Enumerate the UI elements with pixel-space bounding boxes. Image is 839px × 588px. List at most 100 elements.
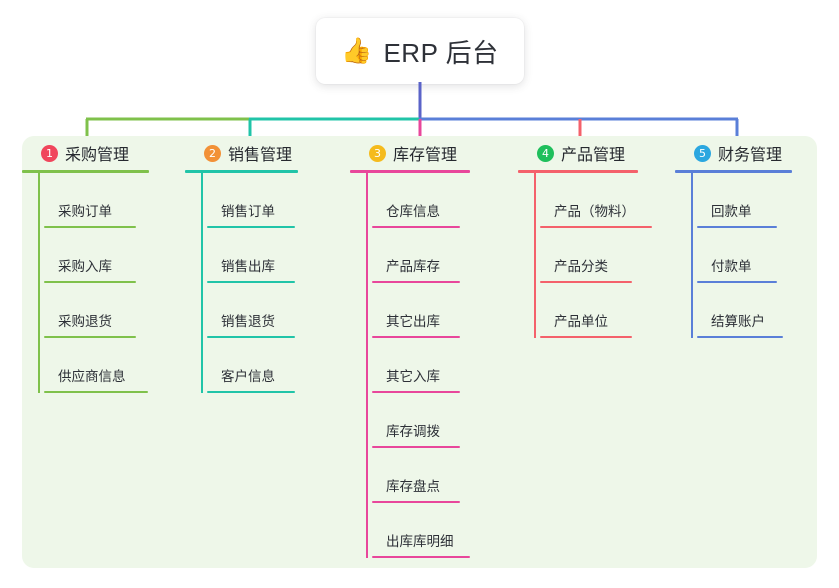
leaf-label: 其它入库 [386,369,440,384]
leaf-label: 产品库存 [386,259,440,274]
thumbs-up-icon: 👍 [341,36,373,65]
branch-leaf-item[interactable]: 回款单 [697,173,835,228]
branch-children: 回款单付款单结算账户 [675,173,835,338]
branch-header[interactable]: 2 销售管理 [185,136,345,170]
branch-children: 仓库信息产品库存其它出库其它入库库存调拨库存盘点出库库明细 [350,173,510,558]
leaf-label: 出库库明细 [386,534,454,549]
branch-header[interactable]: 4 产品管理 [518,136,678,170]
leaf-underline [540,226,652,228]
leaf-underline [207,336,295,338]
branch-leaf-item[interactable]: 采购入库 [44,228,182,283]
leaf-label: 产品分类 [554,259,608,274]
branch-leaf-item[interactable]: 销售订单 [207,173,345,228]
branch-trunk-line [38,173,40,393]
branch-leaf-item[interactable]: 其它入库 [372,338,510,393]
branch-leaf-item[interactable]: 结算账户 [697,283,835,338]
leaf-label: 客户信息 [221,369,275,384]
branch-leaf-item[interactable]: 销售退货 [207,283,345,338]
branch-leaf-item[interactable]: 产品库存 [372,228,510,283]
branch-leaf-item[interactable]: 采购退货 [44,283,182,338]
branch-title: 产品管理 [561,147,626,164]
branch-leaf-item[interactable]: 付款单 [697,228,835,283]
branch-leaf-item[interactable]: 销售出库 [207,228,345,283]
branch-leaf-item[interactable]: 产品分类 [540,228,678,283]
leaf-underline [207,226,295,228]
leaf-underline [372,336,460,338]
leaf-underline [540,281,632,283]
branch-header[interactable]: 1 采购管理 [22,136,182,170]
leaf-label: 产品（物料） [554,204,635,219]
branch-leaf-item[interactable]: 供应商信息 [44,338,182,393]
leaf-underline [207,391,295,393]
branch-number-badge: 5 [694,144,711,162]
leaf-label: 采购订单 [58,204,112,219]
branch-number-badge: 2 [204,144,221,162]
leaf-underline [372,556,470,558]
branch-trunk-line [201,173,203,393]
branch-leaf-item[interactable]: 采购订单 [44,173,182,228]
leaf-underline [372,501,460,503]
branch-header-rule [675,170,792,173]
branch-leaf-item[interactable]: 其它出库 [372,283,510,338]
leaf-underline [44,281,136,283]
leaf-underline [44,336,136,338]
branch-title: 销售管理 [228,147,293,164]
branch-leaf-item[interactable]: 产品（物料） [540,173,678,228]
root-node-content: 👍 ERP 后台 [341,33,498,70]
leaf-label: 采购退货 [58,314,112,329]
leaf-underline [207,281,295,283]
branch-leaf-item[interactable]: 出库库明细 [372,503,510,558]
leaf-label: 采购入库 [58,259,112,274]
branch-leaf-item[interactable]: 客户信息 [207,338,345,393]
branch-column-4: 4 产品管理产品（物料） 产品分类产品单位 [518,136,678,338]
leaf-underline [372,281,460,283]
branch-header-rule [518,170,638,173]
branch-header-rule [185,170,298,173]
branches-panel [22,136,817,568]
leaf-label: 仓库信息 [386,204,440,219]
leaf-label: 销售订单 [221,204,275,219]
branch-trunk-line [534,173,536,338]
leaf-label: 回款单 [711,204,752,219]
leaf-underline [540,336,632,338]
leaf-label: 库存调拨 [386,424,440,439]
leaf-underline [697,336,783,338]
leaf-underline [372,226,460,228]
leaf-label: 付款单 [711,259,752,274]
branch-header-rule [350,170,470,173]
leaf-underline [697,226,777,228]
branch-trunk-line [691,173,693,338]
leaf-label: 结算账户 [711,314,765,329]
branch-leaf-item[interactable]: 产品单位 [540,283,678,338]
root-node-card[interactable]: 👍 ERP 后台 [316,18,524,84]
branch-header-rule [22,170,149,173]
leaf-underline [44,391,148,393]
branch-column-1: 1 采购管理采购订单采购入库采购退货供应商信息 [22,136,182,393]
leaf-label: 产品单位 [554,314,608,329]
branch-number-badge: 1 [41,144,58,162]
leaf-underline [44,226,136,228]
leaf-label: 库存盘点 [386,479,440,494]
leaf-label: 其它出库 [386,314,440,329]
branch-column-2: 2 销售管理销售订单销售出库销售退货客户信息 [185,136,345,393]
leaf-underline [372,391,460,393]
branch-leaf-item[interactable]: 库存盘点 [372,448,510,503]
leaf-underline [372,446,460,448]
branch-leaf-item[interactable]: 库存调拨 [372,393,510,448]
branch-leaf-item[interactable]: 仓库信息 [372,173,510,228]
leaf-underline [697,281,777,283]
branch-children: 销售订单销售出库销售退货客户信息 [185,173,345,393]
branch-children: 产品（物料） 产品分类产品单位 [518,173,678,338]
root-node-title: ERP 后台 [383,37,499,68]
leaf-label: 销售出库 [221,259,275,274]
branch-children: 采购订单采购入库采购退货供应商信息 [22,173,182,393]
branch-title: 库存管理 [393,147,458,164]
leaf-label: 销售退货 [221,314,275,329]
branch-title: 采购管理 [65,147,130,164]
branch-number-badge: 4 [537,144,554,162]
